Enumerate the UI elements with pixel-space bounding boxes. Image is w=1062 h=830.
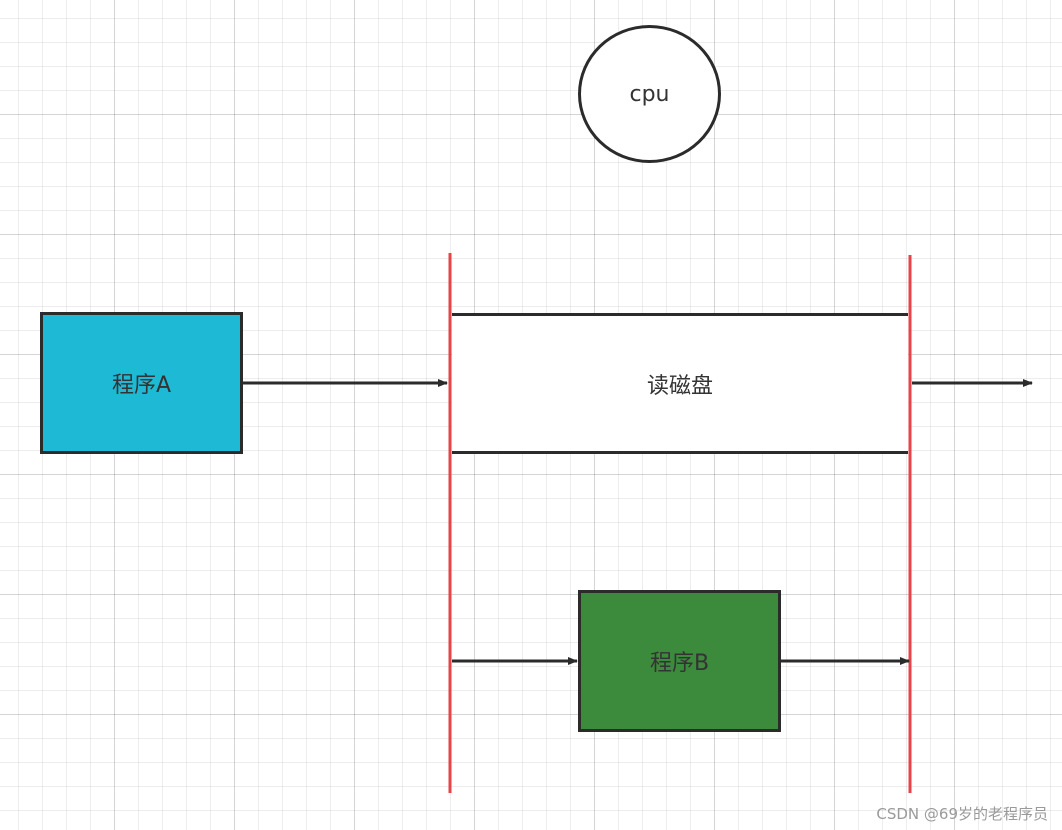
program-b-label: 程序B [649,651,710,676]
program-a-label: 程序A [111,373,172,398]
program-b-box: 程序B [578,590,781,732]
read-disk-box: 读磁盘 [452,313,908,454]
program-a-box: 程序A [40,312,243,454]
watermark: CSDN @69岁的老程序员 [876,805,1048,823]
read-disk-label: 读磁盘 [646,373,713,399]
cpu-circle: cpu [578,25,721,163]
cpu-label: cpu [629,81,670,107]
